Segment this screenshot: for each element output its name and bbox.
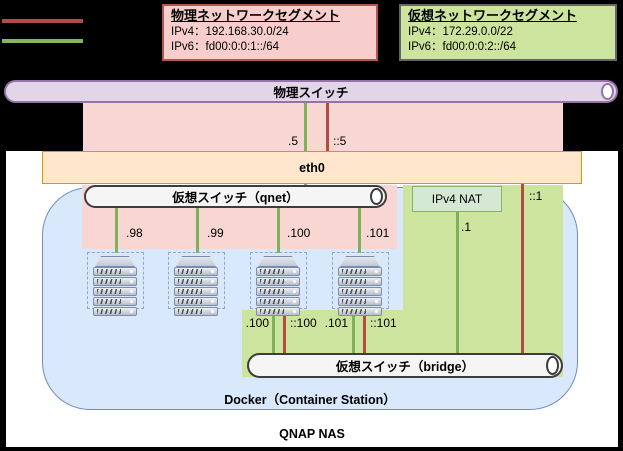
host-ipv6-line: [521, 184, 524, 357]
bridge-ipv6-line-c4: [363, 309, 366, 357]
physical-segment-ipv6: IPv6：fd00:0:0:1::/64: [171, 40, 280, 53]
eth0-ipv6-label: ::5: [333, 134, 347, 148]
container-4: [332, 252, 389, 316]
physical-segment-band-uplink: [83, 101, 563, 151]
physical-segment-box: 物理ネットワークセグメント IPv4：192.168.30.0/24 IPv6：…: [162, 4, 378, 61]
virtual-segment-title: 仮想ネットワークセグメント: [408, 8, 578, 23]
ipv6-uplink-line: [326, 101, 329, 152]
bridge-port-label-4: ::101: [370, 316, 397, 330]
qnet-port-line-2: [196, 205, 199, 253]
bridge-port-label-2: ::100: [290, 316, 317, 330]
nat-ipv4-line: [456, 210, 459, 357]
qnet-port-label-2: .99: [207, 226, 224, 240]
virtual-segment-legend-line: [2, 39, 83, 43]
server-stack-icon: [338, 256, 382, 317]
bridge-ipv4-line-c4: [352, 309, 355, 357]
qnet-switch-label: 仮想スイッチ（qnet）: [172, 191, 299, 205]
host-ipv6-address-label: ::1: [529, 189, 543, 203]
qnet-port-label-1: .98: [126, 226, 143, 240]
virtual-segment-ipv6: IPv6：fd00:0:0:2::/64: [408, 40, 517, 53]
eth0-ipv4-label: .5: [287, 134, 298, 148]
cylinder-cap-icon: [546, 356, 559, 375]
container-1: [87, 252, 144, 316]
qnet-port-label-3: .100: [287, 226, 311, 240]
cylinder-cap-icon: [601, 83, 614, 100]
bridge-ipv6-line-c3: [283, 309, 286, 357]
container-2: [168, 252, 225, 316]
qnet-port-line-3: [277, 205, 280, 253]
bridge-ipv4-line-c3: [272, 309, 275, 357]
bridge-port-label-1: .100: [245, 316, 269, 330]
bridge-port-label-3: .101: [324, 316, 348, 330]
qnet-port-label-4: .101: [366, 226, 390, 240]
physical-switch: 物理スイッチ: [4, 80, 618, 103]
docker-label: Docker（Container Station）: [224, 393, 396, 407]
server-stack-icon: [174, 256, 218, 317]
virtual-segment-ipv4: IPv4：172.29.0.0/22: [408, 25, 513, 38]
qnet-port-line-1: [115, 205, 118, 253]
bridge-virtual-switch: 仮想スイッチ（bridge）: [247, 353, 563, 378]
physical-switch-label: 物理スイッチ: [273, 86, 349, 100]
virtual-segment-box: 仮想ネットワークセグメント IPv4：172.29.0.0/22 IPv6：fd…: [399, 4, 617, 61]
qnap-nas-label: QNAP NAS: [279, 427, 345, 441]
cylinder-cap-icon: [370, 188, 383, 205]
eth0-interface: eth0: [42, 151, 582, 184]
container-3: [250, 252, 307, 316]
nat-ipv4-address-label: .1: [461, 220, 472, 234]
physical-segment-legend-line: [2, 19, 83, 23]
server-stack-icon: [256, 256, 300, 317]
ipv4-uplink-line: [304, 101, 307, 190]
physical-segment-ipv4: IPv4：192.168.30.0/24: [171, 25, 289, 38]
server-stack-icon: [93, 256, 137, 317]
bridge-switch-label: 仮想スイッチ（bridge）: [335, 360, 475, 374]
physical-segment-title: 物理ネットワークセグメント: [171, 8, 341, 23]
ipv4-nat-box: IPv4 NAT: [412, 186, 502, 212]
qnet-virtual-switch: 仮想スイッチ（qnet）: [84, 185, 387, 208]
qnet-port-line-4: [358, 205, 361, 253]
